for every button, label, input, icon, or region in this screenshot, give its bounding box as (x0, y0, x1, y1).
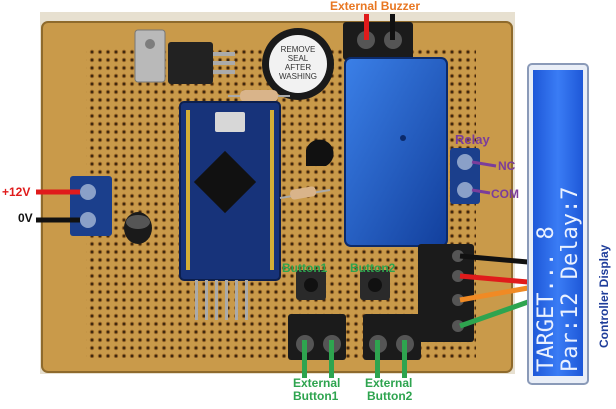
resistor-top (228, 90, 290, 102)
external-buzzer-label: External Buzzer (330, 0, 421, 13)
lcd-module: TARGET... 8 Par:12 Delay:7 (527, 63, 589, 385)
lcd-line2: Par:12 Delay:7 (558, 187, 583, 372)
display-wires (459, 253, 529, 329)
buzzer: REMOVE SEAL AFTER WASHING (262, 28, 334, 100)
plus-12v-label: +12V (2, 185, 31, 199)
lcd-line1: TARGET... 8 (534, 226, 559, 372)
voltage-regulator (134, 29, 235, 84)
button1-component (296, 270, 326, 300)
buzzer-sticker-line2: SEAL (288, 54, 309, 63)
transistor (306, 139, 334, 166)
external-button2-label-line2: Button2 (367, 389, 413, 403)
resistor-mid (279, 186, 331, 200)
external-button2-terminal (363, 314, 421, 378)
arduino-board (179, 101, 281, 320)
buzzer-terminal-block (343, 14, 413, 60)
relay-label: Relay (455, 132, 490, 147)
external-button1-label-line1: External (293, 376, 341, 390)
display-connector (418, 244, 474, 342)
power-terminal-block (36, 176, 112, 236)
zero-v-label: 0V (18, 211, 33, 225)
capacitor (124, 212, 152, 244)
buzzer-sticker-line4: WASHING (279, 72, 317, 81)
button2-component (360, 270, 390, 300)
controller-display-label: Controller Display (597, 244, 611, 348)
nc-label: NC (498, 159, 516, 173)
relay (344, 57, 448, 247)
buzzer-sticker-line1: REMOVE (281, 45, 316, 54)
button1-label: Button1 (282, 261, 328, 275)
external-button1-label-line2: Button1 (293, 389, 339, 403)
external-button1-terminal (288, 314, 346, 378)
external-button2-label-line1: External (365, 376, 413, 390)
relay-terminal-block (450, 148, 497, 204)
buzzer-sticker-line3: AFTER (285, 63, 311, 72)
com-label: COM (491, 187, 519, 201)
button2-label: Button2 (350, 261, 396, 275)
